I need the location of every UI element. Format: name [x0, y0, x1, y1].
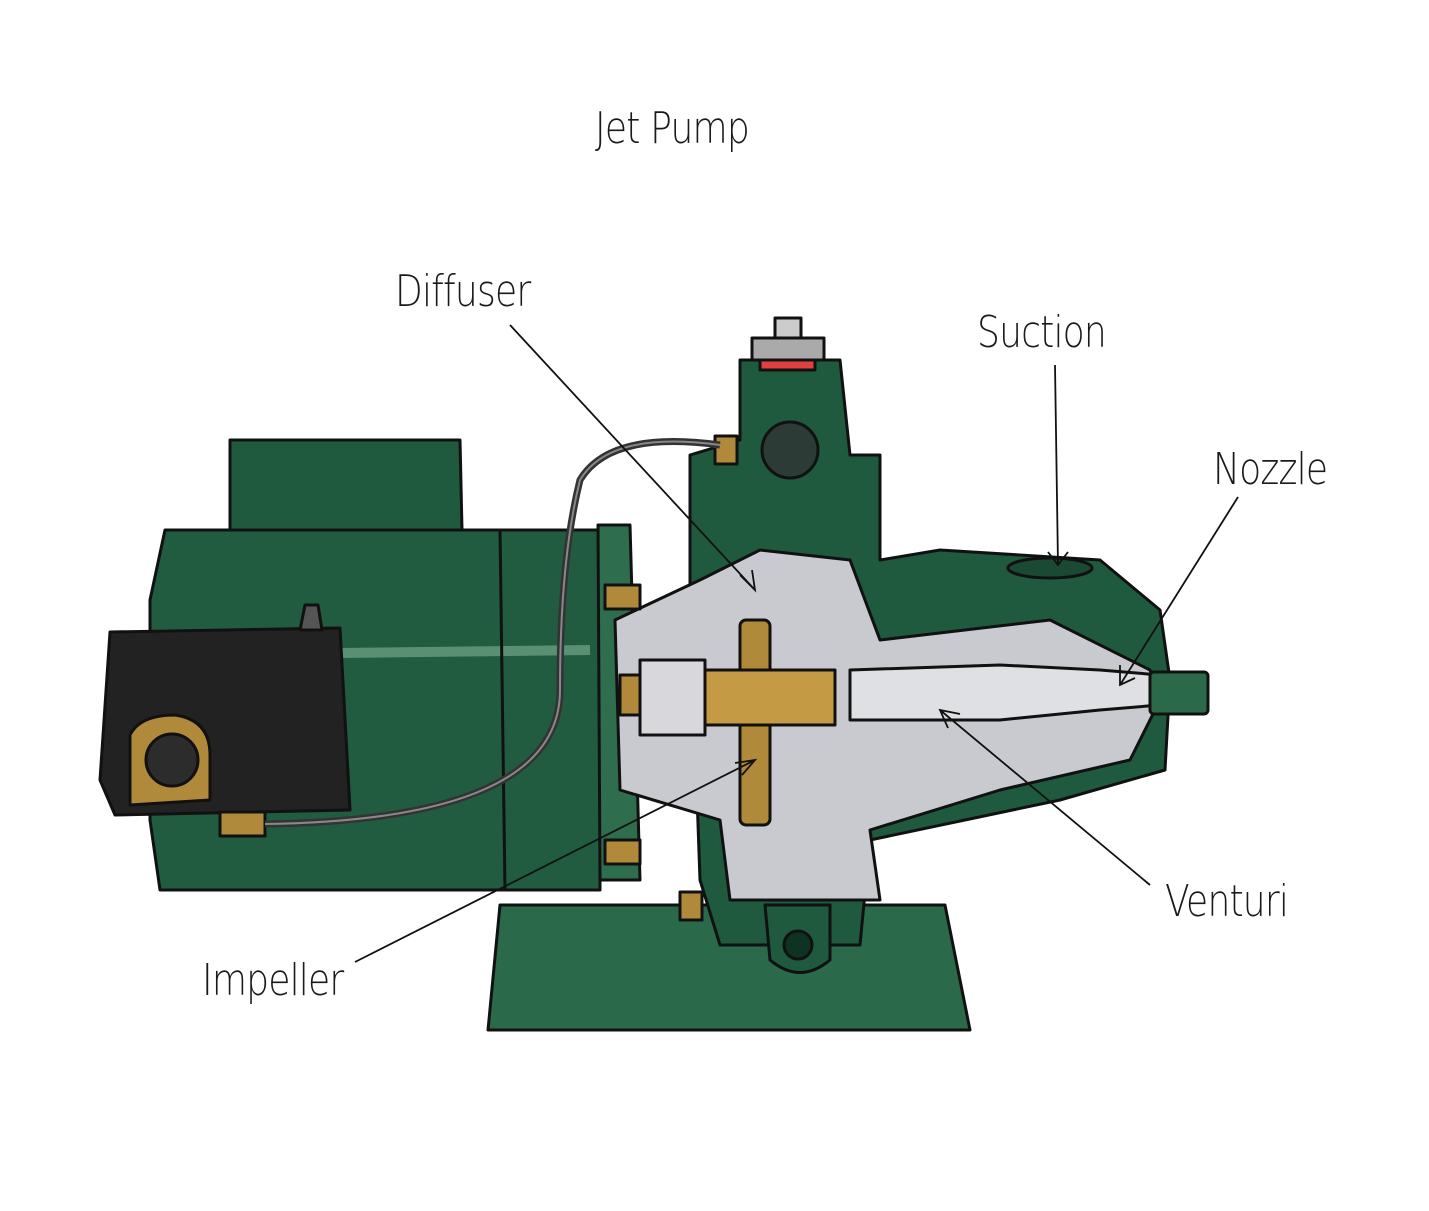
diagram-title: Jet Pump [595, 103, 750, 154]
diffuser-leader [509, 324, 757, 593]
label-diffuser: Diffuser [395, 266, 531, 317]
venturi-leader [938, 708, 1151, 886]
label-nozzle: Nozzle [1213, 444, 1328, 495]
impeller-leader [354, 758, 758, 963]
discharge-port [760, 420, 820, 480]
nozzle-tip [1148, 670, 1210, 716]
label-impeller: Impeller [202, 955, 344, 1006]
suction-port [1006, 556, 1094, 580]
label-venturi: Venturi [1165, 876, 1289, 927]
label-suction: Suction [977, 307, 1107, 358]
suction-leader [1047, 364, 1069, 567]
indicator-red [758, 358, 817, 372]
nozzle-leader [1119, 496, 1239, 687]
motor-cap [228, 438, 464, 532]
